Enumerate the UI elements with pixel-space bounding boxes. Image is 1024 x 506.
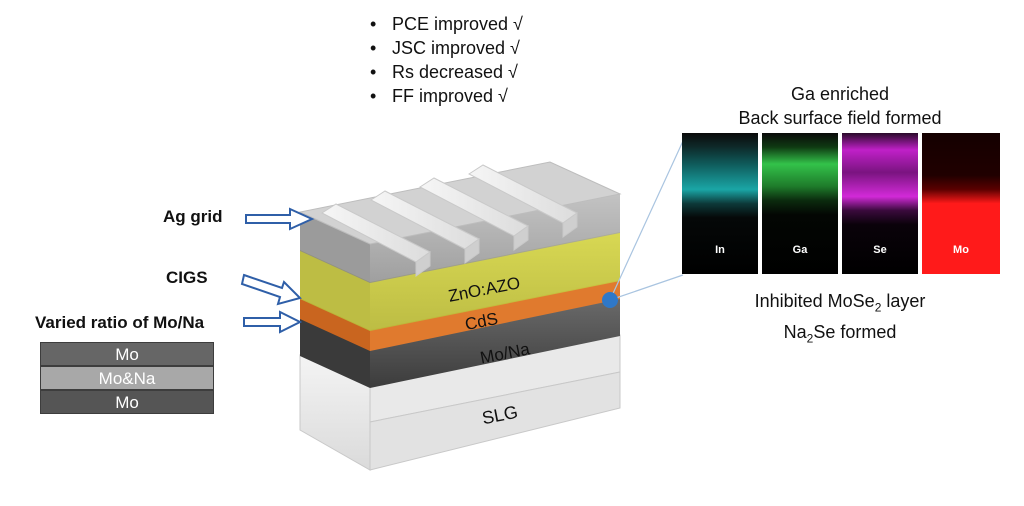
mo-map-label: Mo [953,244,969,256]
ag-grid [321,164,578,277]
arrows [240,207,315,334]
in-map: In [682,133,758,274]
result-item: Rs decreased √ [392,60,523,84]
mo-na-ratio-label: Varied ratio of Mo/Na [35,313,205,332]
mapping-header: Ga enriched Back surface field formed [690,82,990,130]
cigs-layer [300,250,370,331]
se-map-label: Se [873,244,887,256]
cigs-arrow [240,273,302,306]
ga-map-label: Ga [792,244,808,256]
mapping-footer-line-1: Inhibited MoSe2 layer [754,291,926,315]
mona-layer [300,318,370,388]
mona-arrow [243,310,303,334]
se-map: Se [842,133,918,274]
result-item: JSC improved √ [392,36,523,60]
cds-layer [300,298,370,351]
back-contact-stack: Mo Mo&Na Mo [40,342,214,414]
ag-grid-arrow [245,207,315,231]
stack-layer-mo-na: Mo&Na [40,366,214,390]
ag-grid-label: Ag grid [163,207,223,226]
stack-layer-mo-bottom: Mo [40,390,214,414]
ga-map: Ga [762,133,838,274]
results-list: PCE improved √ JSC improved √ Rs decreas… [392,12,523,108]
mapping-footer: Inhibited MoSe2 layer Na2Se formed [690,289,990,350]
result-item: PCE improved √ [392,12,523,36]
mapping-header-line: Ga enriched [790,84,890,104]
stack-layer-mo-top: Mo [40,342,214,366]
zno-layer [300,212,370,283]
interface-dot [602,292,618,308]
result-item: FF improved √ [392,84,523,108]
mo-map: Mo [922,133,1000,274]
in-map-label: In [715,244,725,256]
mapping-footer-line-2: Na2Se formed [783,321,897,346]
mapping-header-line: Back surface field formed [738,108,942,128]
cigs-label: CIGS [166,268,208,287]
